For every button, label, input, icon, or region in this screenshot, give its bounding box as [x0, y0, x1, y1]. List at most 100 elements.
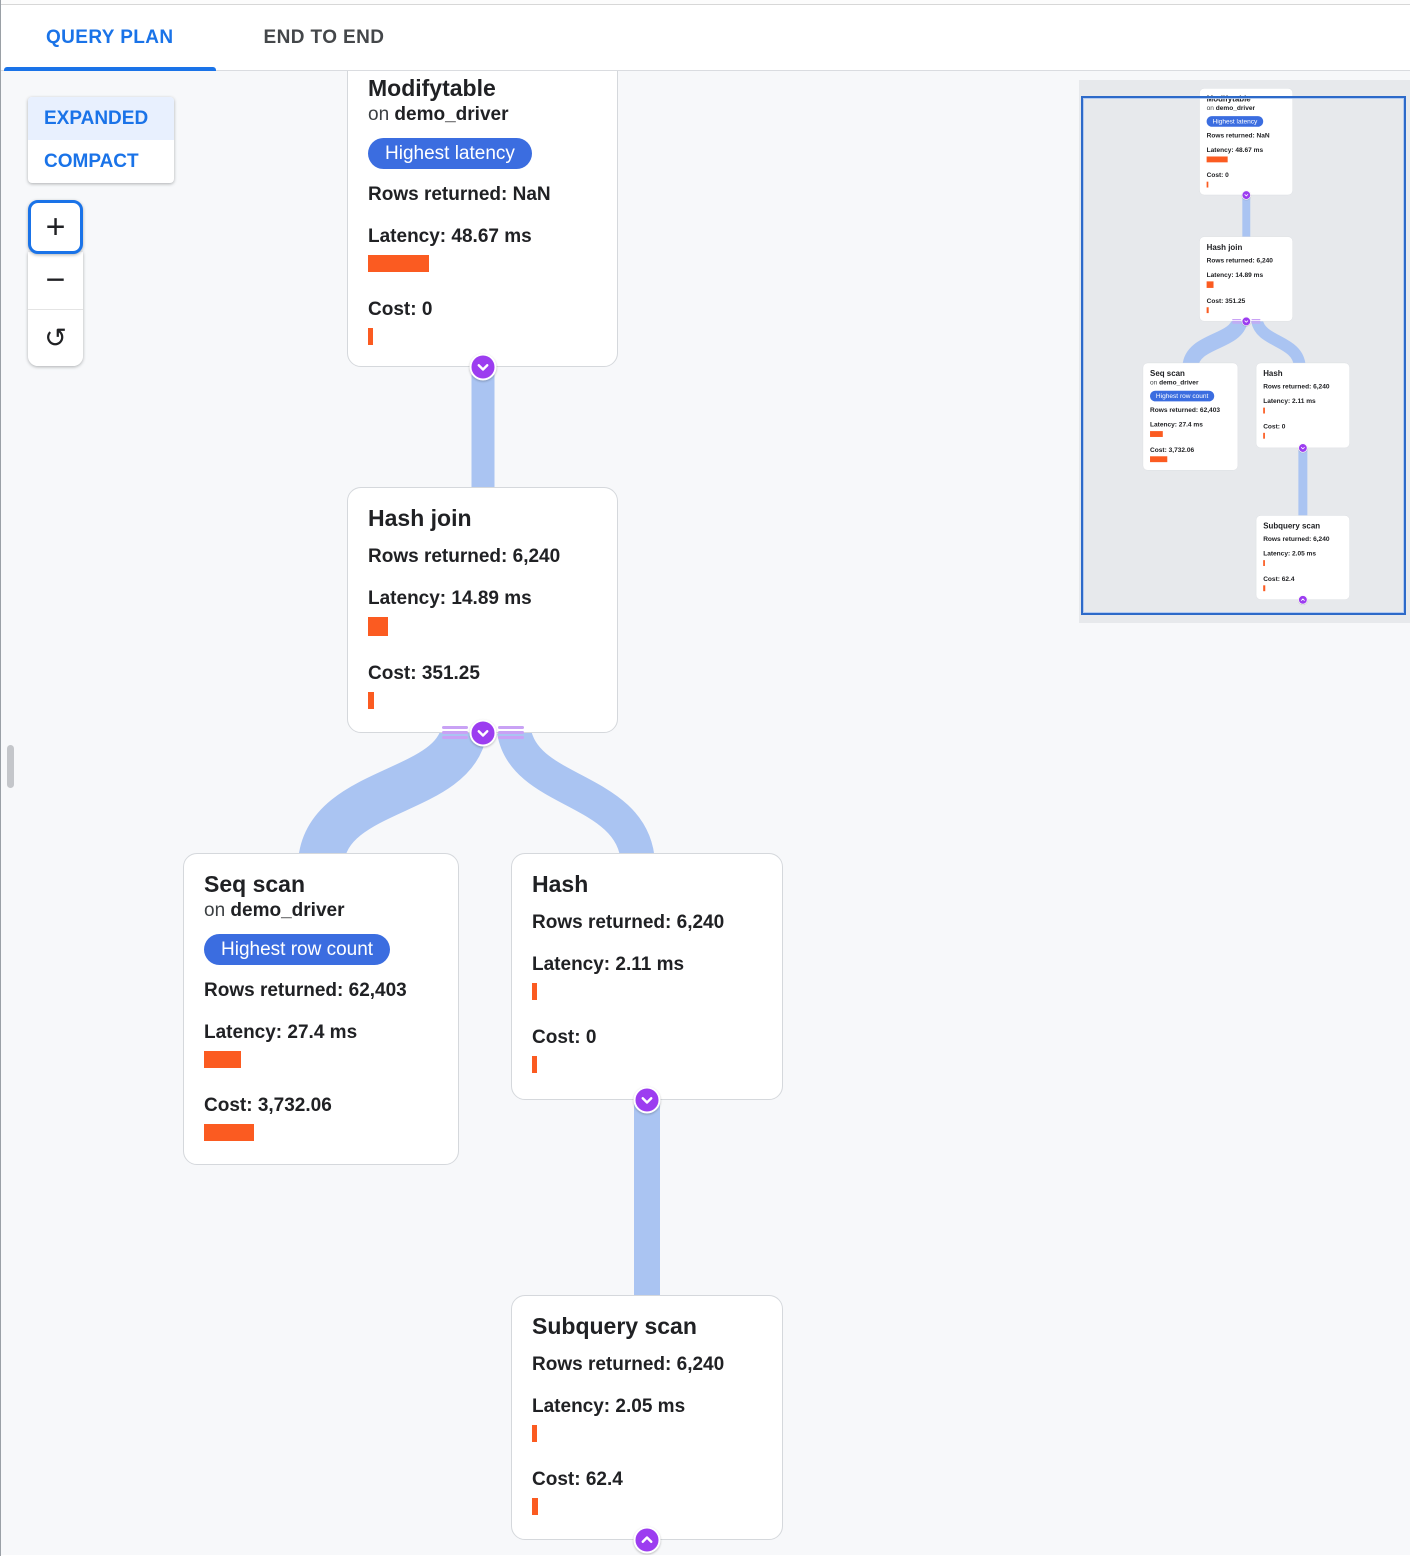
highest-row-count-badge: Highest row count	[1150, 390, 1215, 402]
cost-bar	[368, 328, 373, 345]
node-title: Seq scan	[204, 871, 305, 897]
node-card-hash-join[interactable]: Hash join Rows returned: 6,240 Latency: …	[347, 487, 618, 733]
edge-hashjoin-seqscan	[1182, 317, 1248, 369]
chevron-down-icon[interactable]	[469, 353, 497, 381]
branch-decoration-left	[1232, 318, 1242, 324]
cost-label: Cost: 62.4	[1263, 575, 1295, 583]
cost-bar	[368, 692, 374, 709]
zoom-controls: + − ↺	[28, 200, 83, 366]
plan-canvas[interactable]: Modifytable on demo_driver Highest laten…	[1, 71, 1410, 1555]
node-table-line: on demo_driver	[1150, 379, 1199, 387]
rows-returned: Rows returned: 6,240	[1206, 256, 1273, 265]
zoom-in-button[interactable]: +	[28, 200, 83, 254]
latency-bar	[532, 983, 537, 1000]
rows-returned: Rows returned: 62,403	[204, 980, 407, 1001]
zoom-out-button[interactable]: −	[28, 252, 83, 310]
latency-label: Latency: 14.89 ms	[1206, 271, 1264, 279]
minimap-graph: Modifytable on demo_driver Highest laten…	[1079, 80, 1410, 623]
branch-decoration-left	[442, 726, 468, 739]
latency-label: Latency: 48.67 ms	[1206, 146, 1264, 154]
node-table: demo_driver	[230, 900, 345, 921]
cost-label: Cost: 351.25	[1206, 297, 1246, 305]
node-card-modifytable[interactable]: Modifytable on demo_driver Highest laten…	[347, 71, 618, 367]
chevron-up-icon[interactable]	[1298, 595, 1308, 605]
cost-label: Cost: 62.4	[532, 1469, 623, 1490]
edge-hashjoin-seqscan	[298, 724, 487, 867]
node-table-line: on demo_driver	[1206, 104, 1256, 112]
chevron-down-icon[interactable]	[469, 719, 497, 747]
latency-bar	[1263, 560, 1265, 566]
node-title: Hash	[1263, 369, 1283, 378]
node-table-line: on demo_driver	[368, 104, 509, 125]
cost-label: Cost: 0	[368, 299, 433, 320]
rows-returned: Rows returned: NaN	[1206, 131, 1270, 140]
minus-icon: −	[45, 261, 66, 299]
cost-bar	[1263, 432, 1265, 439]
tab-bar: QUERY PLAN END TO END	[1, 5, 1410, 71]
node-table: demo_driver	[1159, 379, 1199, 387]
rows-returned: Rows returned: NaN	[368, 184, 551, 205]
node-title: Modifytable	[1206, 94, 1251, 104]
plan-graph: Modifytable on demo_driver Highest laten…	[1, 71, 801, 1555]
node-title: Hash join	[1206, 242, 1243, 252]
latency-label: Latency: 2.11 ms	[532, 954, 685, 975]
expanded-button[interactable]: EXPANDED	[28, 97, 174, 140]
top-divider	[1, 0, 1410, 5]
node-card-seq-scan[interactable]: Seq scan on demo_driver Highest row coun…	[183, 853, 459, 1165]
cost-label: Cost: 0	[1206, 171, 1229, 179]
highest-latency-badge: Highest latency	[1206, 116, 1264, 127]
cost-bar	[204, 1124, 254, 1141]
branch-decoration-right	[1251, 318, 1261, 324]
rows-returned: Rows returned: 6,240	[532, 912, 725, 933]
node-card-hash[interactable]: Hash Rows returned: 6,240 Latency: 2.11 …	[1255, 362, 1350, 449]
scrollbar-thumb[interactable]	[7, 745, 14, 788]
node-card-subquery-scan[interactable]: Subquery scan Rows returned: 6,240 Laten…	[511, 1295, 783, 1540]
node-table: demo_driver	[394, 104, 509, 125]
cost-bar	[1206, 307, 1209, 314]
latency-bar	[532, 1425, 537, 1442]
chevron-down-icon[interactable]	[1241, 190, 1251, 200]
chevron-down-icon[interactable]	[1298, 443, 1308, 453]
cost-label: Cost: 351.25	[368, 663, 480, 684]
rows-returned: Rows returned: 6,240	[1263, 383, 1330, 391]
highest-row-count-badge: Highest row count	[204, 934, 391, 965]
reset-icon: ↺	[44, 322, 67, 353]
cost-bar	[532, 1498, 538, 1515]
node-card-hash[interactable]: Hash Rows returned: 6,240 Latency: 2.11 …	[511, 853, 783, 1100]
chevron-down-icon[interactable]	[633, 1086, 661, 1114]
cost-label: Cost: 0	[1263, 422, 1286, 431]
plus-icon: +	[45, 207, 66, 246]
chevron-up-icon[interactable]	[633, 1526, 661, 1554]
node-title: Subquery scan	[532, 1313, 697, 1339]
edge-svg	[1182, 192, 1308, 519]
chevron-down-icon[interactable]	[1241, 316, 1251, 327]
minimap-graph-clone: Modifytable on demo_driver Highest laten…	[1080, 88, 1356, 611]
cost-bar	[1150, 456, 1168, 463]
rows-returned: Rows returned: 6,240	[532, 1354, 725, 1375]
node-card-seq-scan[interactable]: Seq scan on demo_driver Highest row coun…	[1142, 362, 1239, 471]
node-title: Modifytable	[368, 75, 496, 101]
minimap-viewport[interactable]	[1081, 96, 1406, 615]
tab-end-to-end[interactable]: END TO END	[263, 26, 385, 48]
zoom-reset-button[interactable]: ↺	[28, 310, 83, 366]
latency-label: Latency: 48.67 ms	[368, 226, 532, 247]
rows-returned: Rows returned: 6,240	[368, 546, 561, 567]
compact-button[interactable]: COMPACT	[44, 150, 139, 172]
rows-returned: Rows returned: 6,240	[1263, 535, 1330, 543]
cost-bar	[532, 1056, 537, 1073]
latency-label: Latency: 27.4 ms	[1150, 421, 1203, 429]
tab-query-plan[interactable]: QUERY PLAN	[1, 5, 219, 71]
highest-latency-badge: Highest latency	[368, 138, 532, 169]
cost-bar	[1263, 585, 1266, 592]
latency-label: Latency: 2.11 ms	[1263, 397, 1316, 405]
branch-decoration-right	[498, 726, 524, 739]
node-title: Seq scan	[1150, 369, 1185, 378]
latency-label: Latency: 27.4 ms	[204, 1022, 358, 1043]
minimap[interactable]: Modifytable on demo_driver Highest laten…	[1079, 80, 1410, 623]
rows-returned: Rows returned: 62,403	[1150, 406, 1220, 414]
node-table: demo_driver	[1215, 104, 1256, 112]
node-title: Hash join	[368, 505, 472, 531]
latency-bar	[204, 1051, 241, 1068]
cost-label: Cost: 3,732.06	[204, 1095, 332, 1116]
latency-bar	[1206, 156, 1228, 163]
